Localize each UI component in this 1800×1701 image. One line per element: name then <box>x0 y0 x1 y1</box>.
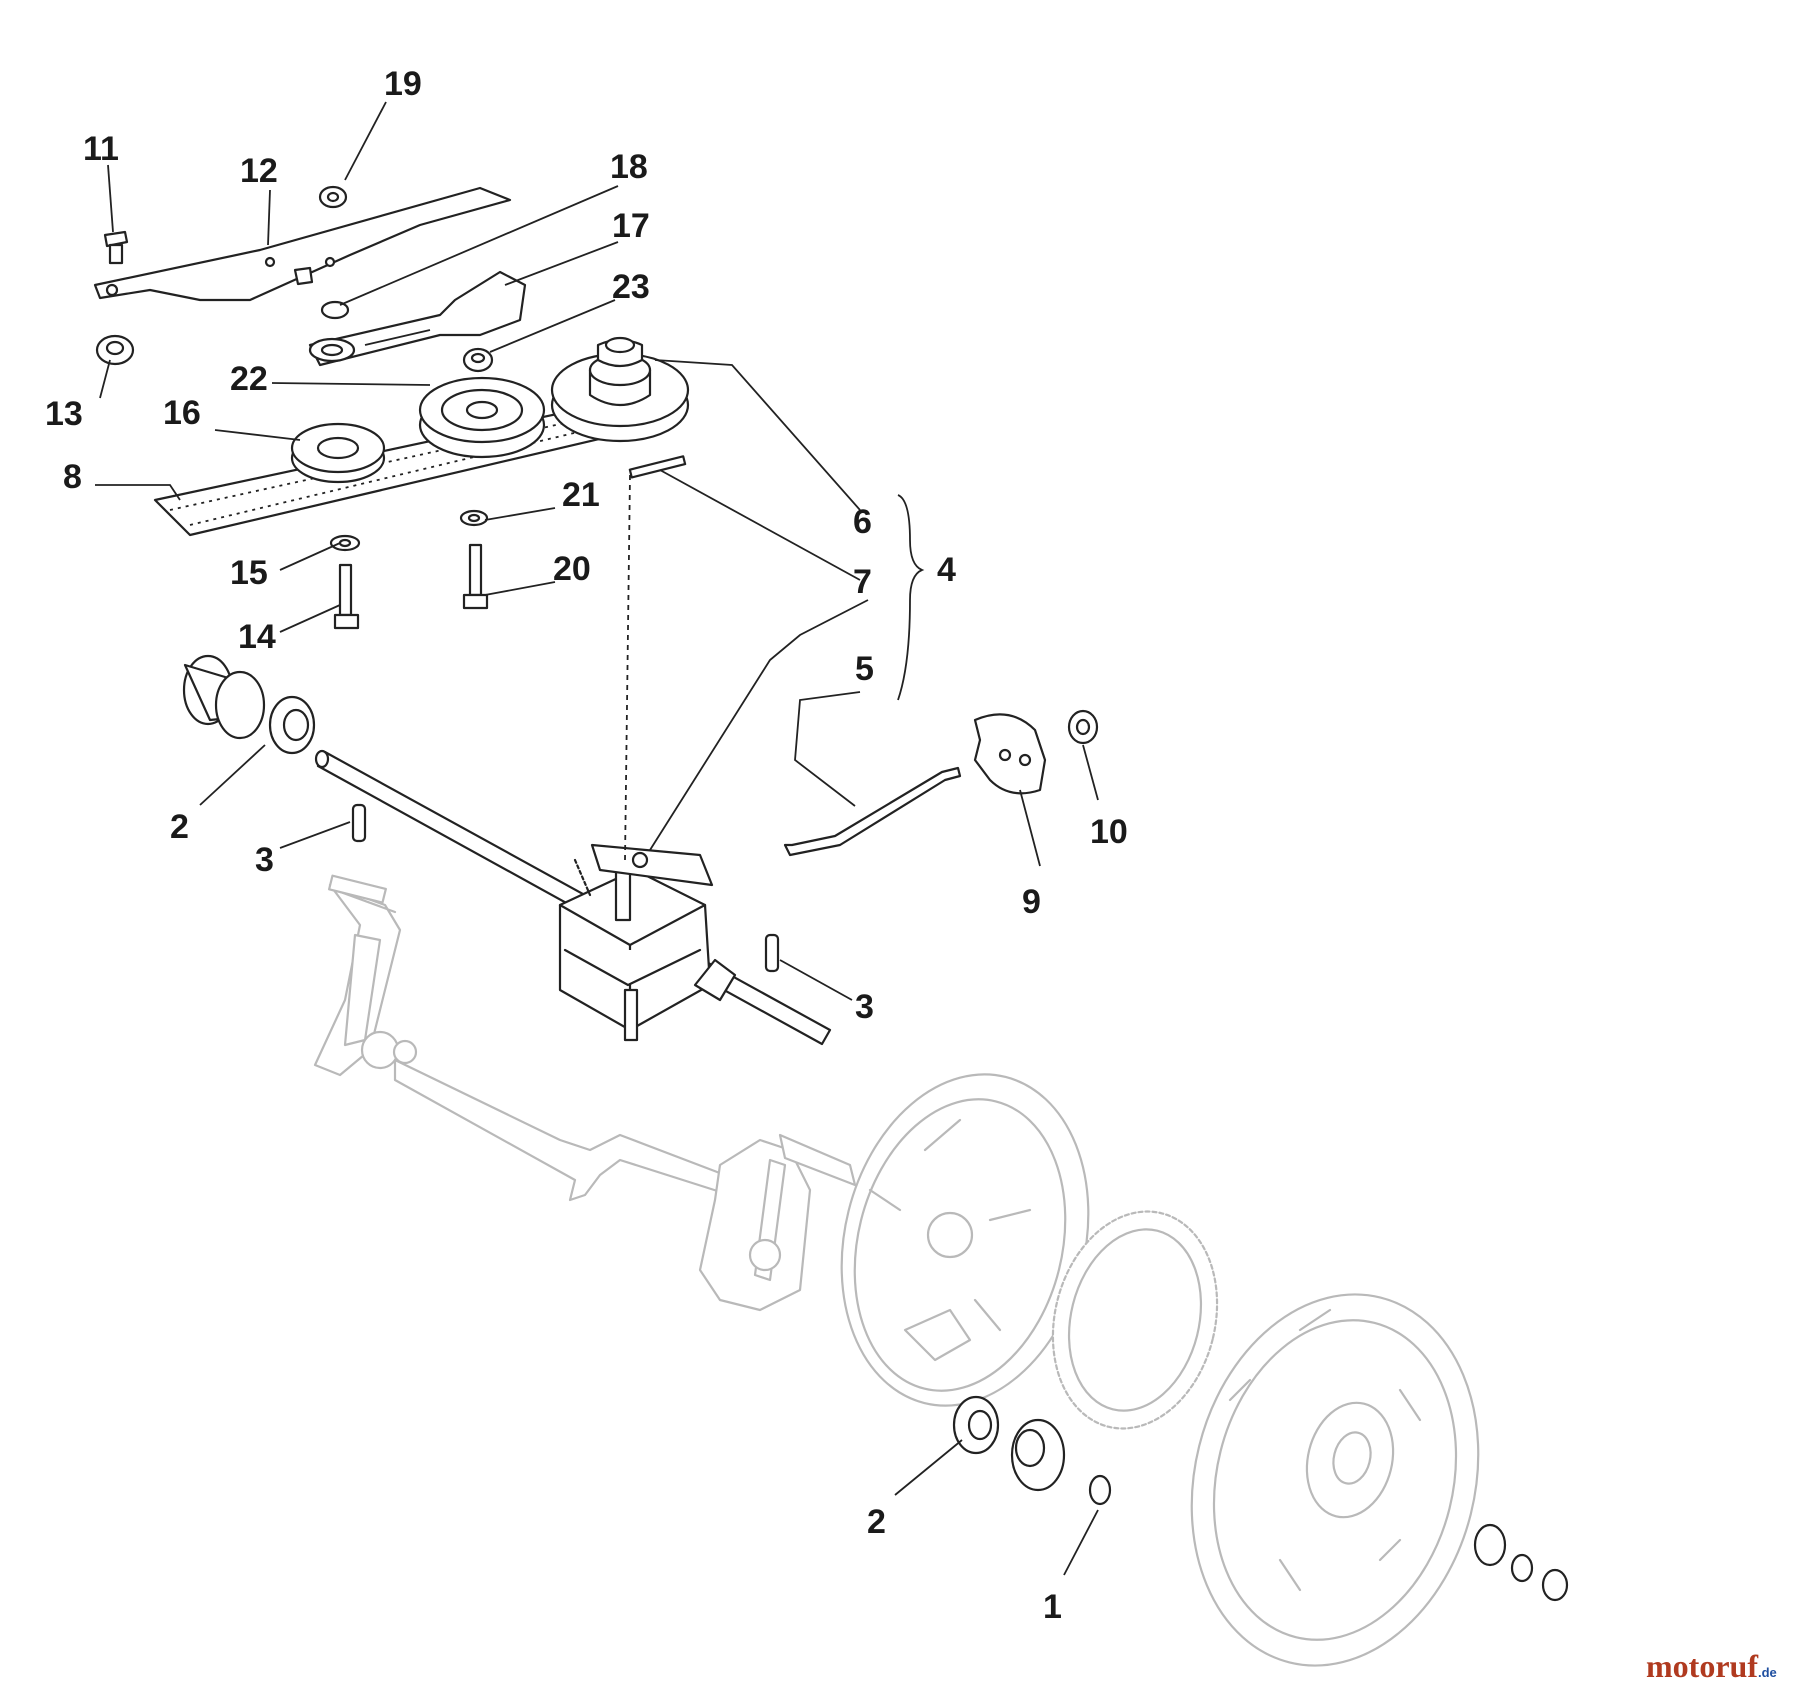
screw-11 <box>103 230 129 265</box>
callout-14: 14 <box>238 618 276 656</box>
callout-10: 10 <box>1090 813 1128 851</box>
callout-23: 23 <box>612 268 650 306</box>
callout-12: 12 <box>240 152 278 190</box>
leader-lines <box>95 101 1099 1576</box>
washer-15 <box>329 534 361 552</box>
group-brace-4 <box>897 494 925 701</box>
callout-19: 19 <box>384 65 422 103</box>
callout-6: 6 <box>853 503 872 541</box>
wheel-carrier-disc <box>840 1073 1090 1407</box>
spring-bracket-17 <box>308 270 527 367</box>
bolt-14 <box>333 563 360 630</box>
callout-22: 22 <box>230 360 268 398</box>
circlip-1 <box>1088 1474 1112 1506</box>
callout-3-right: 3 <box>855 988 874 1026</box>
callout-18: 18 <box>610 148 648 186</box>
washer-18 <box>320 300 350 320</box>
gearbox <box>558 843 737 1042</box>
washer-21 <box>459 509 489 527</box>
pin-3-left <box>351 803 367 843</box>
callout-20: 20 <box>553 550 591 588</box>
wheel-outer-bearing <box>1473 1523 1569 1602</box>
callout-4: 4 <box>937 551 956 589</box>
callout-5: 5 <box>855 650 874 688</box>
assembly-dashed-line <box>624 474 631 861</box>
shift-rod <box>783 766 962 857</box>
callout-13: 13 <box>45 395 83 433</box>
callout-2-right: 2 <box>867 1503 886 1541</box>
pin-3-right <box>764 933 780 973</box>
left-pinion-gear <box>182 654 266 740</box>
right-pinion-gear <box>1010 1418 1066 1492</box>
drive-pulley-6 <box>550 336 690 443</box>
watermark-name: motoruf <box>1646 1648 1758 1684</box>
watermark-suffix: .de <box>1757 1665 1777 1680</box>
bearing-2-right <box>952 1395 1000 1455</box>
callout-2-left: 2 <box>170 808 189 846</box>
bolt-20 <box>462 543 489 610</box>
callout-7: 7 <box>853 563 872 601</box>
callout-16: 16 <box>163 394 201 432</box>
rear-axle-frame <box>313 874 857 1312</box>
idler-pulley-22 <box>418 376 546 459</box>
nut-23 <box>462 347 494 373</box>
axle-shaft <box>314 749 832 1046</box>
motoruf-watermark: motoruf.de <box>1646 1648 1777 1685</box>
callout-9: 9 <box>1022 883 1041 921</box>
callout-21: 21 <box>562 476 600 514</box>
nut-13 <box>95 334 135 366</box>
nut-10 <box>1067 709 1099 745</box>
ring-gear <box>1051 1210 1219 1430</box>
shift-plate <box>973 713 1047 795</box>
pulley-key-7 <box>628 455 687 479</box>
rear-wheel <box>1190 1293 1480 1667</box>
callout-11: 11 <box>83 130 119 168</box>
tension-lever-12 <box>93 186 512 302</box>
callout-3-left: 3 <box>255 841 274 879</box>
bearing-2-left <box>268 695 316 755</box>
callout-8: 8 <box>63 458 82 496</box>
callout-17: 17 <box>612 207 650 245</box>
callout-15: 15 <box>230 554 268 592</box>
nut-19 <box>318 185 348 209</box>
callout-1: 1 <box>1043 1588 1062 1626</box>
idler-pulley-16 <box>290 422 386 484</box>
